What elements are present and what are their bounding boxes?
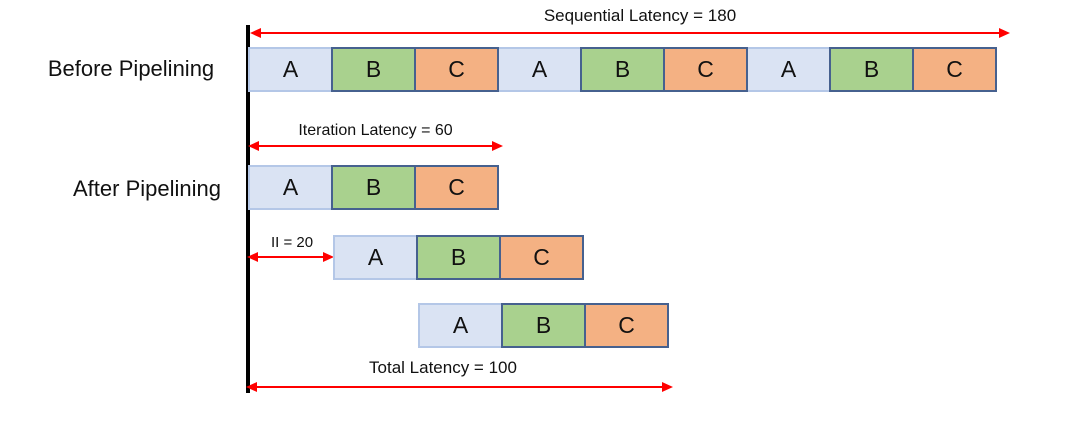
arrowhead-right-icon xyxy=(323,252,334,262)
arrowhead-right-icon xyxy=(999,28,1010,38)
after-pipelining-row-1: A B C xyxy=(248,165,499,210)
stage-block-a: A xyxy=(746,47,831,92)
stage-block-b: B xyxy=(331,165,416,210)
iteration-latency-arrow xyxy=(248,141,503,151)
stage-block-a: A xyxy=(497,47,582,92)
after-pipelining-row-2: A B C xyxy=(333,235,584,280)
stage-block-b: B xyxy=(331,47,416,92)
arrowhead-left-icon xyxy=(247,252,258,262)
iteration-latency-label: Iteration Latency = 60 xyxy=(298,122,453,139)
arrowhead-right-icon xyxy=(662,382,673,392)
stage-block-b: B xyxy=(501,303,586,348)
arrowhead-left-icon xyxy=(248,141,259,151)
stage-block-c: C xyxy=(663,47,748,92)
after-pipelining-label: After Pipelining xyxy=(73,176,221,201)
stage-block-c: C xyxy=(912,47,997,92)
total-latency-label: Total Latency = 100 xyxy=(369,358,517,377)
stage-block-c: C xyxy=(584,303,669,348)
stage-block-a: A xyxy=(418,303,503,348)
initiation-interval-label: II = 20 xyxy=(270,234,314,251)
sequential-latency-label: Sequential Latency = 180 xyxy=(543,6,737,25)
stage-block-c: C xyxy=(414,165,499,210)
after-pipelining-row-3: A B C xyxy=(418,303,669,348)
stage-block-a: A xyxy=(248,47,333,92)
stage-block-c: C xyxy=(499,235,584,280)
total-latency-arrow xyxy=(246,382,673,392)
stage-block-b: B xyxy=(580,47,665,92)
stage-block-b: B xyxy=(829,47,914,92)
stage-block-a: A xyxy=(333,235,418,280)
stage-block-a: A xyxy=(248,165,333,210)
stage-block-b: B xyxy=(416,235,501,280)
before-pipelining-label: Before Pipelining xyxy=(47,56,215,81)
arrowhead-right-icon xyxy=(492,141,503,151)
sequential-latency-arrow xyxy=(250,28,1010,38)
before-pipelining-row: A B C A B C A B C xyxy=(248,47,997,92)
arrowhead-left-icon xyxy=(250,28,261,38)
stage-block-c: C xyxy=(414,47,499,92)
initiation-interval-arrow xyxy=(247,252,334,262)
arrowhead-left-icon xyxy=(246,382,257,392)
